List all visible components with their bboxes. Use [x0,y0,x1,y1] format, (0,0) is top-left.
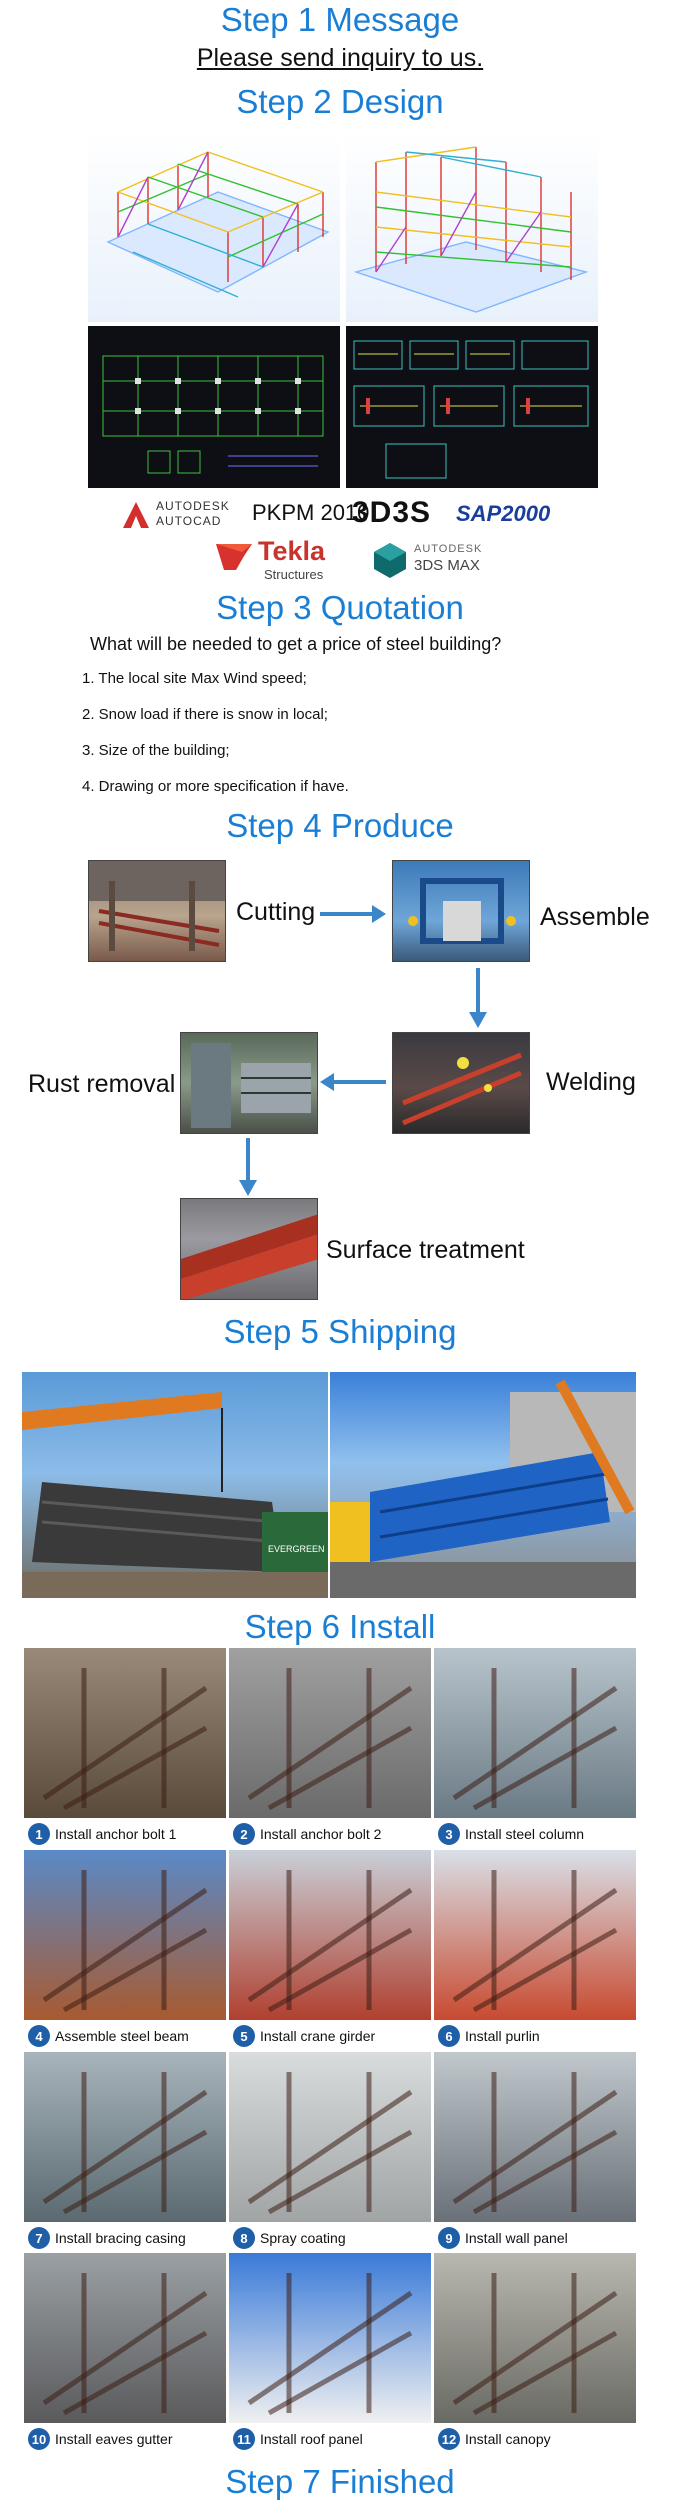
install-caption-2: 2 Install anchor bolt 2 [233,1821,381,1847]
install-photo-12 [434,2253,636,2423]
step-number-badge: 12 [438,2428,460,2450]
install-step-label: Spray coating [260,2230,346,2246]
install-photo-7 [24,2052,226,2222]
welding-photo [392,1032,530,1134]
step-number-badge: 1 [28,1823,50,1845]
step7-title: Step 7 Finished [225,2463,455,2500]
install-step-label: Install crane girder [260,2028,376,2044]
step2-title: Step 2 Design [236,83,444,120]
rust-removal-label: Rust removal [28,1070,176,1098]
install-caption-11: 11 Install roof panel [233,2426,363,2452]
welding-label: Welding [546,1068,636,1096]
autocad-product-text: AUTOCAD [156,514,222,528]
install-photo-5 [229,1850,431,2020]
step-number-badge: 8 [233,2227,255,2249]
cad-drawing-image-2 [346,326,598,488]
assemble-photo [392,860,530,962]
assemble-label: Assemble [540,903,650,931]
install-caption-7: 7 Install bracing casing [28,2225,186,2251]
step3-title: Step 3 Quotation [216,589,464,626]
step-number-badge: 3 [438,1823,460,1845]
install-step-label: Install purlin [465,2028,540,2044]
install-step-label: Install bracing casing [55,2230,186,2246]
pkpm-logo-text: PKPM 2010 [252,500,370,525]
install-photo-1 [24,1648,226,1818]
step-number-badge: 11 [233,2428,255,2450]
install-step-label: Install roof panel [260,2431,363,2447]
arrow-down-icon-2 [236,1136,260,1198]
design-3d-model-image-1 [88,132,340,322]
step6-title: Step 6 Install [244,1608,436,1645]
quotation-item-4: 4. Drawing or more specification if have… [82,778,349,795]
step1-subtitle: Please send inquiry to us. [196,44,484,72]
3dsmax-logo-icon [372,541,408,579]
step-number-badge: 9 [438,2227,460,2249]
step-number-badge: 4 [28,2025,50,2047]
rust-removal-photo [180,1032,318,1134]
step1-title: Step 1 Message [220,1,460,38]
install-step-label: Assemble steel beam [55,2028,189,2044]
install-caption-6: 6 Install purlin [438,2023,540,2049]
surface-treatment-photo [180,1198,318,1300]
install-photo-9 [434,2052,636,2222]
install-step-label: Install eaves gutter [55,2431,173,2447]
shipping-photo-2 [330,1372,636,1598]
arrow-down-icon [466,966,490,1030]
install-caption-1: 1 Install anchor bolt 1 [28,1821,176,1847]
install-step-label: Install steel column [465,1826,585,1842]
install-photo-4 [24,1850,226,2020]
step-number-badge: 7 [28,2227,50,2249]
quotation-item-2: 2. Snow load if there is snow in local; [82,706,328,723]
surface-treatment-label: Surface treatment [326,1236,525,1264]
install-caption-4: 4 Assemble steel beam [28,2023,189,2049]
step-number-badge: 5 [233,2025,255,2047]
arrow-right-icon [318,902,388,926]
quotation-item-3: 3. Size of the building; [82,742,230,759]
install-photo-2 [229,1648,431,1818]
install-step-label: Install canopy [465,2431,551,2447]
install-caption-5: 5 Install crane girder [233,2023,375,2049]
tekla-structures-text: Structures [264,567,324,582]
cutting-label: Cutting [236,898,316,926]
install-photo-11 [229,2253,431,2423]
cad-drawing-image-1 [88,326,340,488]
autodesk-logo-icon [122,500,150,530]
install-caption-9: 9 Install wall panel [438,2225,568,2251]
install-caption-10: 10 Install eaves gutter [28,2426,173,2452]
shipping-container-text: EVERGREEN [268,1544,325,1554]
step5-title: Step 5 Shipping [223,1313,457,1350]
quotation-question: What will be needed to get a price of st… [90,634,502,654]
3dsmax-product-text: 3DS MAX [414,557,480,574]
step-number-badge: 2 [233,1823,255,1845]
quotation-item-1: 1. The local site Max Wind speed; [82,670,307,687]
arrow-left-icon [318,1070,388,1094]
install-photo-3 [434,1648,636,1818]
install-photo-6 [434,1850,636,2020]
shipping-photo-1: EVERGREEN [22,1372,328,1598]
autocad-brand-text: AUTODESK [156,499,230,513]
tekla-logo-text: Tekla [258,536,326,566]
3d3s-logo-text: 3D3S [352,496,432,529]
tekla-logo-icon [212,540,256,574]
install-caption-8: 8 Spray coating [233,2225,346,2251]
cutting-photo [88,860,226,962]
install-step-label: Install anchor bolt 1 [55,1826,177,1842]
install-caption-3: 3 Install steel column [438,1821,584,1847]
sap2000-logo-text: SAP2000 [456,501,551,526]
install-step-label: Install wall panel [465,2230,568,2246]
install-photo-10 [24,2253,226,2423]
install-step-label: Install anchor bolt 2 [260,1826,382,1842]
design-3d-model-image-2 [346,132,598,322]
3dsmax-brand-text: AUTODESK [414,543,483,555]
install-photo-8 [229,2052,431,2222]
step-number-badge: 6 [438,2025,460,2047]
step4-title: Step 4 Produce [226,807,454,844]
step-number-badge: 10 [28,2428,50,2450]
install-caption-12: 12 Install canopy [438,2426,551,2452]
